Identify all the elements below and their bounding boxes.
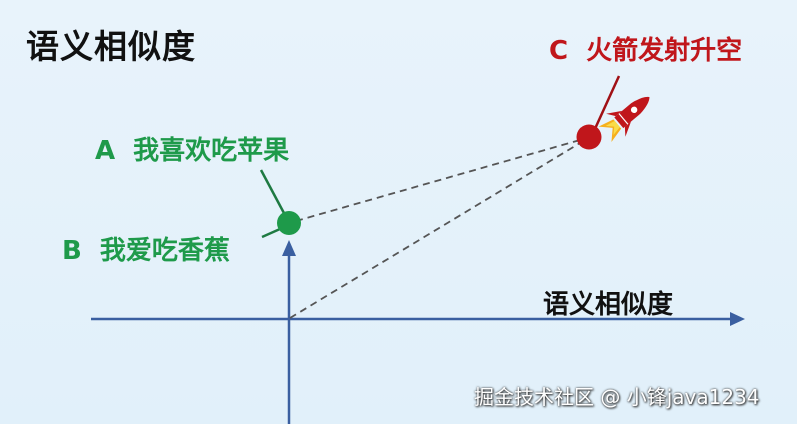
diagram-title: 语义相似度	[26, 27, 196, 66]
point-text-a: 我喜欢吃苹果	[133, 136, 290, 166]
point-letter-c: C	[549, 36, 569, 66]
point-text-b: 我爱吃香蕉	[99, 236, 230, 266]
leader-line-b	[261, 227, 281, 239]
point-label-b: B 我爱吃香蕉	[62, 230, 230, 267]
vector-ab-to-c-dashed	[295, 139, 581, 222]
leader-line-a	[259, 169, 287, 216]
point-ab	[277, 211, 301, 235]
vector-origin-to-c-dashed	[289, 142, 581, 319]
x-axis-label: 语义相似度	[543, 290, 674, 320]
rocket-icon	[598, 96, 650, 142]
x-axis-arrowhead	[730, 312, 745, 326]
point-c	[576, 124, 602, 150]
watermark: 掘金技术社区 @ 小锋java1234	[474, 385, 760, 409]
point-label-c: C 火箭发射升空	[549, 30, 742, 67]
point-text-c: 火箭发射升空	[586, 36, 743, 66]
leader-line-c	[592, 75, 621, 132]
y-axis-arrowhead	[282, 240, 296, 256]
point-label-a: A 我喜欢吃苹果	[95, 130, 289, 167]
point-letter-b: B	[62, 236, 82, 266]
point-letter-a: A	[95, 136, 116, 166]
